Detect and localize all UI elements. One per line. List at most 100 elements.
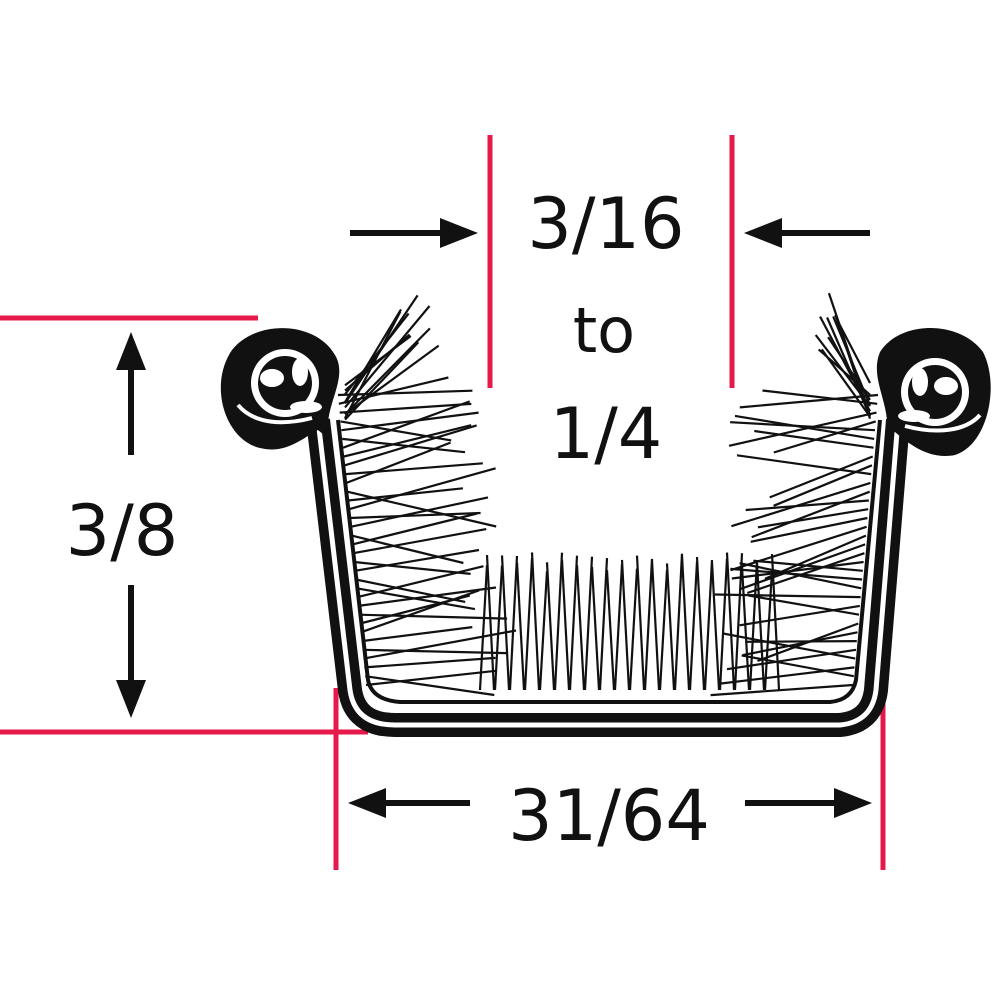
bristle xyxy=(360,589,480,634)
bristle xyxy=(757,508,869,529)
height-label: 3/8 xyxy=(66,490,179,572)
bristle xyxy=(673,553,684,691)
left-curl-highlight-2 xyxy=(292,358,308,386)
bristle xyxy=(714,593,861,599)
channel-inner-edge xyxy=(336,419,882,704)
bristle xyxy=(755,563,766,691)
bristle xyxy=(359,613,508,620)
bristles-left xyxy=(337,294,517,697)
bristle xyxy=(583,556,594,691)
width-right-arrow xyxy=(745,788,872,818)
right-curl-highlight-2 xyxy=(912,368,928,396)
bristle xyxy=(344,341,420,421)
bristle xyxy=(358,586,497,607)
bristle xyxy=(739,543,866,591)
bristle xyxy=(731,560,864,580)
bristle xyxy=(347,490,497,528)
bristle xyxy=(342,400,471,449)
bristle xyxy=(748,594,860,616)
bristle xyxy=(748,561,759,691)
bristle xyxy=(339,402,472,414)
bristle xyxy=(348,467,496,511)
width-left-arrow xyxy=(348,788,470,818)
bristle xyxy=(362,648,507,655)
bristle xyxy=(734,414,875,440)
bristle xyxy=(751,490,871,539)
bristle xyxy=(620,559,631,691)
bristle xyxy=(337,389,473,397)
bristle xyxy=(730,525,867,572)
channel-backing xyxy=(306,418,910,737)
bristle xyxy=(568,555,579,691)
bristle xyxy=(344,327,431,416)
bristle xyxy=(590,566,601,691)
bristle xyxy=(688,561,699,691)
bristle xyxy=(598,558,609,691)
bristle xyxy=(739,604,860,627)
bristle xyxy=(575,565,586,691)
bristle xyxy=(658,569,669,691)
bristle xyxy=(345,462,483,476)
bristle xyxy=(733,553,744,691)
bristle xyxy=(500,555,511,691)
right-curl-highlight-1 xyxy=(934,377,958,395)
bristle xyxy=(746,552,865,595)
bristle xyxy=(340,420,452,442)
bristle xyxy=(635,555,646,691)
bristle xyxy=(680,555,691,691)
bristle xyxy=(719,666,855,685)
bristle xyxy=(485,555,496,691)
bristle xyxy=(728,411,877,447)
bristle xyxy=(341,411,479,432)
gap-label-top: 3/16 xyxy=(527,183,684,265)
bristle xyxy=(739,562,862,590)
bristle xyxy=(740,566,751,691)
bristle xyxy=(628,568,639,691)
bristle xyxy=(560,559,571,691)
bristle xyxy=(493,565,504,691)
bristle xyxy=(750,516,868,543)
bristle xyxy=(613,563,624,691)
height-down-arrow xyxy=(116,585,146,718)
bristle xyxy=(343,424,472,458)
bristle xyxy=(353,560,471,575)
bristle xyxy=(361,626,473,643)
bristle xyxy=(350,496,489,528)
bristle xyxy=(773,420,877,454)
bristle xyxy=(344,308,402,403)
right-curl-highlight-3 xyxy=(898,410,930,422)
bristle xyxy=(725,552,736,691)
bristle xyxy=(731,481,871,528)
bristle xyxy=(718,558,729,691)
bristle xyxy=(819,316,871,412)
bristle xyxy=(344,424,477,467)
bristle xyxy=(650,560,661,691)
bristle xyxy=(770,554,781,691)
bristle xyxy=(827,292,872,416)
bristle xyxy=(344,294,419,405)
bristle xyxy=(355,578,466,603)
bristle xyxy=(695,556,706,691)
bristle xyxy=(349,511,481,520)
gap-label-bottom: 1/4 xyxy=(550,393,663,475)
bristle xyxy=(344,311,402,419)
bristle xyxy=(353,528,487,555)
bristle xyxy=(736,454,872,476)
bristle xyxy=(530,552,541,691)
bristle xyxy=(710,562,721,691)
bristle xyxy=(508,555,519,691)
width-label: 31/64 xyxy=(508,775,710,857)
bristle xyxy=(357,565,484,599)
bristle xyxy=(478,565,489,691)
gap-label-mid: to xyxy=(573,294,635,367)
bristle xyxy=(346,441,451,484)
bristle xyxy=(365,675,495,697)
bristle xyxy=(703,559,714,691)
bristle xyxy=(515,562,526,691)
bristle xyxy=(344,312,410,395)
bristle xyxy=(352,512,478,546)
bristle xyxy=(338,376,449,405)
dimension-arrows xyxy=(116,218,872,818)
bristle xyxy=(763,569,774,691)
